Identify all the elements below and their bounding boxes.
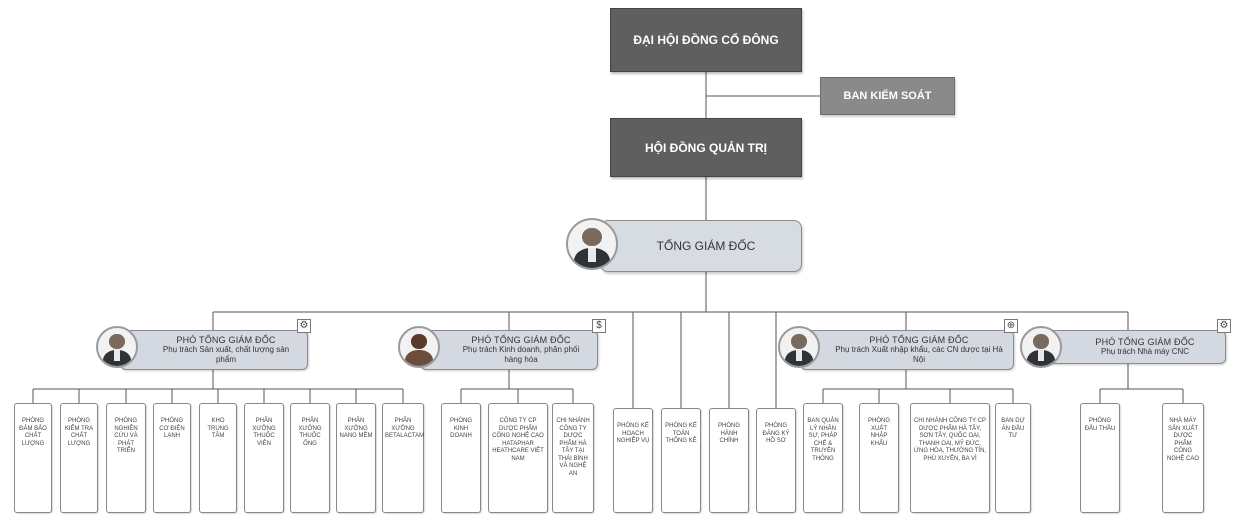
vp-production-avatar xyxy=(96,326,138,368)
department-box: PHÂN XƯỞNG NANG MỀM xyxy=(336,403,376,513)
department-box: PHÂN XƯỞNG BETALACTAM xyxy=(382,403,424,513)
vp-title: PHÓ TỔNG GIÁM ĐỐC xyxy=(471,335,571,345)
department-box: NHÀ MÁY SẢN XUẤT DƯỢC PHẨM CÔNG NGHỆ CAO xyxy=(1162,403,1204,513)
vp-description: Phụ trách Kinh doanh, phân phối hàng hóa xyxy=(462,345,580,364)
vp-title: PHÓ TỔNG GIÁM ĐỐC xyxy=(1095,337,1195,347)
supervisory-board-label: BAN KIỂM SOÁT xyxy=(843,90,932,102)
department-box: PHÒNG ĐĂNG KÝ HỒ SƠ xyxy=(756,408,796,513)
vp-title: PHÓ TỔNG GIÁM ĐỐC xyxy=(869,335,969,345)
department-box: PHÒNG HÀNH CHÍNH xyxy=(709,408,749,513)
gear-icon: ⚙ xyxy=(297,319,311,333)
globe-icon: ⊕ xyxy=(1004,319,1018,333)
vp-description: Phụ trách Xuất nhập khẩu, các CN dược tạ… xyxy=(835,345,1003,364)
vp-production-box: PHÓ TỔNG GIÁM ĐỐC Phụ trách Sản xuất, ch… xyxy=(120,330,308,370)
gear-icon: ⚙ xyxy=(1217,319,1231,333)
vp-title: PHÓ TỔNG GIÁM ĐỐC xyxy=(176,335,276,345)
vp-description: Phụ trách Sản xuất, chất lượng sản phẩm xyxy=(162,345,290,364)
department-box: PHÒNG ĐẢM BẢO CHẤT LƯỢNG xyxy=(14,403,52,513)
department-box: CÔNG TY CP DƯỢC PHẨM CÔNG NGHỆ CAO HATAP… xyxy=(488,403,548,513)
vp-cnc-box: PHÓ TỔNG GIÁM ĐỐC Phụ trách Nhà máy CNC xyxy=(1040,330,1226,364)
ceo-box: TỔNG GIÁM ĐỐC xyxy=(600,220,802,272)
dollar-icon: $ xyxy=(592,319,606,333)
supervisory-board-box: BAN KIỂM SOÁT xyxy=(820,77,955,115)
vp-import-export-box: PHÓ TỔNG GIÁM ĐỐC Phụ trách Xuất nhập kh… xyxy=(800,330,1014,370)
department-box: PHÒNG CƠ ĐIỆN LẠNH xyxy=(153,403,191,513)
department-box: PHÂN XƯỞNG THUỐC VIÊN xyxy=(244,403,284,513)
board-of-directors-label: HỘI ĐỒNG QUẢN TRỊ xyxy=(645,140,767,155)
vp-import-export-avatar xyxy=(778,326,820,368)
shareholders-box: ĐẠI HỘI ĐỒNG CỔ ĐÔNG xyxy=(610,8,802,72)
department-box: KHO TRUNG TÂM xyxy=(199,403,237,513)
department-box: CHI NHÁNH CÔNG TY CP DƯỢC PHẨM HÀ TÂY, S… xyxy=(910,403,990,513)
department-box: CHI NHÁNH CÔNG TY DƯỢC PHẨM HÀ TÂY TẠI T… xyxy=(552,403,594,513)
ceo-avatar xyxy=(566,218,618,270)
department-box: PHÒNG KINH DOANH xyxy=(441,403,481,513)
vp-sales-avatar xyxy=(398,326,440,368)
department-box: BAN QUẢN LÝ NHÂN SỰ, PHÁP CHẾ & TRUYỀN T… xyxy=(803,403,843,513)
department-box: PHÂN XƯỞNG THUỐC ỐNG xyxy=(290,403,330,513)
board-of-directors-box: HỘI ĐỒNG QUẢN TRỊ xyxy=(610,118,802,177)
department-box: PHÒNG XUẤT NHẬP KHẨU xyxy=(859,403,899,513)
department-box: PHÒNG NGHIÊN CỨU VÀ PHÁT TRIỂN xyxy=(106,403,146,513)
department-box: PHÒNG KẾ TOÁN THỐNG KÊ xyxy=(661,408,701,513)
ceo-label: TỔNG GIÁM ĐỐC xyxy=(656,239,756,253)
department-box: PHÒNG ĐẤU THẦU xyxy=(1080,403,1120,513)
department-box: PHÒNG KẾ HOẠCH NGHIỆP VỤ xyxy=(613,408,653,513)
vp-cnc-avatar xyxy=(1020,326,1062,368)
vp-description: Phụ trách Nhà máy CNC xyxy=(1100,347,1190,356)
department-box: PHÒNG KIỂM TRA CHẤT LƯỢNG xyxy=(60,403,98,513)
vp-sales-box: PHÓ TỔNG GIÁM ĐỐC Phụ trách Kinh doanh, … xyxy=(420,330,598,370)
shareholders-label: ĐẠI HỘI ĐỒNG CỔ ĐÔNG xyxy=(633,33,779,47)
department-box: BAN DỰ ÁN ĐẦU TƯ xyxy=(995,403,1031,513)
